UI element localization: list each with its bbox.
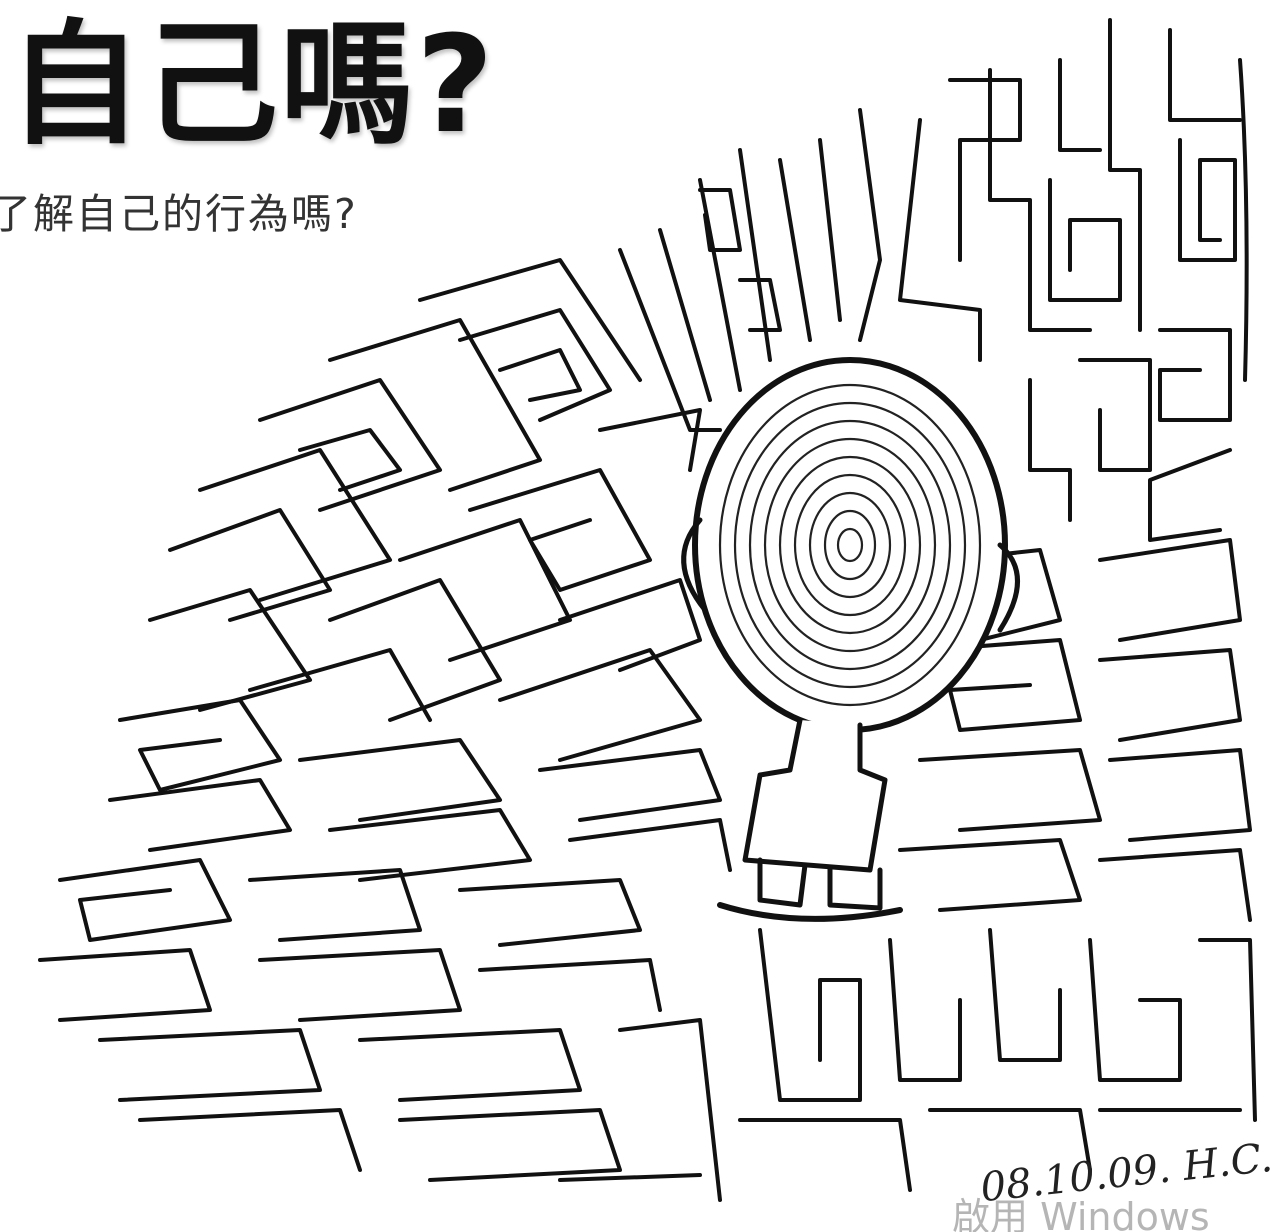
slide-subtitle: 了解自己的行為嗎? xyxy=(0,190,358,238)
maze-lower-left xyxy=(38,698,732,1202)
maze-upper-middle xyxy=(618,148,782,432)
maze-left xyxy=(148,258,702,762)
maze-lower-right xyxy=(738,538,1257,1192)
hair-swirl xyxy=(718,383,982,707)
slide-title: 自己嗎? xyxy=(8,7,496,163)
maze-upper-right xyxy=(778,18,1249,542)
child-figure xyxy=(681,357,1020,922)
windows-activation-watermark: 啟用 Windows xyxy=(952,1195,1210,1232)
